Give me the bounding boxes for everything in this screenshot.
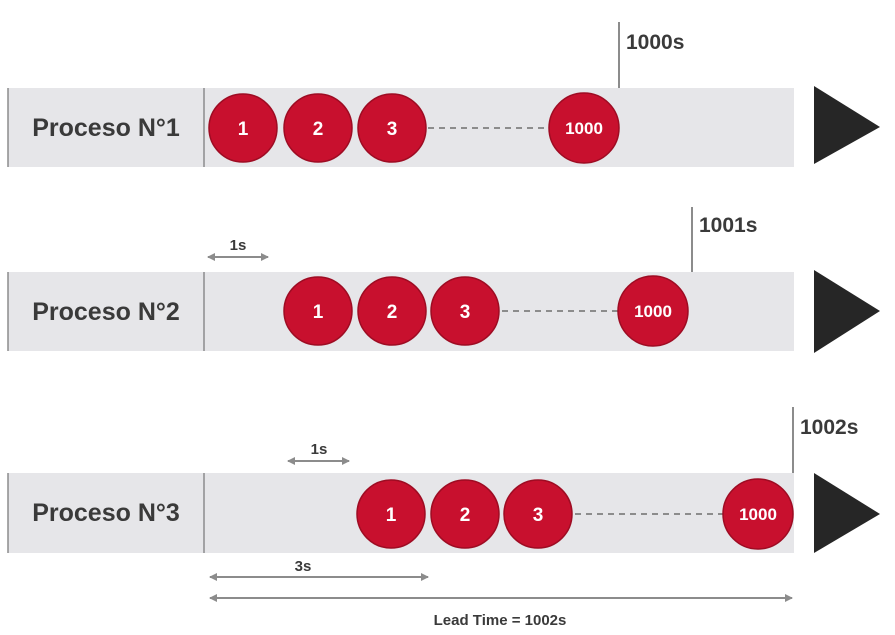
offset-label: 3s [295, 558, 312, 575]
item-ball-label: 1 [386, 505, 397, 526]
item-ball [357, 276, 427, 346]
item-ball-label: 3 [460, 302, 471, 323]
play-arrow-icon [814, 86, 880, 164]
item-ball [430, 276, 500, 346]
item-ball [617, 275, 689, 347]
item-ball-label: 2 [460, 505, 471, 526]
step-label: 1s [311, 441, 328, 458]
item-ball-label: 1000 [634, 302, 672, 321]
item-ball [357, 93, 427, 163]
play-arrow-icon [814, 270, 880, 353]
item-ball-label: 1 [238, 119, 249, 140]
end-time-label: 1000s [626, 31, 684, 54]
item-ball [430, 479, 500, 549]
item-ball-label: 2 [313, 119, 324, 140]
process-label: Proceso N°3 [32, 499, 180, 527]
item-ball [208, 93, 278, 163]
process-row-3: Proceso N°3 1s 1 2 3 1000 1002s 3s [7, 407, 880, 581]
item-ball [548, 92, 620, 164]
process-label: Proceso N°1 [32, 114, 180, 142]
process-row-1: Proceso N°1 1 2 3 1000 1000s [7, 22, 880, 167]
item-ball [283, 276, 353, 346]
item-ball-label: 1000 [739, 505, 777, 524]
item-ball-label: 3 [387, 119, 398, 140]
item-ball-label: 1 [313, 302, 324, 323]
end-time-label: 1002s [800, 416, 858, 439]
item-ball [503, 479, 573, 549]
play-arrow-icon [814, 473, 880, 553]
item-ball [722, 478, 794, 550]
item-ball-label: 2 [387, 302, 398, 323]
step-label: 1s [230, 237, 247, 254]
item-ball-label: 3 [533, 505, 544, 526]
item-ball [283, 93, 353, 163]
lead-time-label: Lead Time = 1002s [434, 612, 567, 629]
item-ball [356, 479, 426, 549]
item-ball-label: 1000 [565, 119, 603, 138]
end-time-label: 1001s [699, 214, 757, 237]
process-row-2: Proceso N°2 1s 1 2 3 1000 1001s [7, 207, 880, 353]
process-label: Proceso N°2 [32, 298, 180, 326]
